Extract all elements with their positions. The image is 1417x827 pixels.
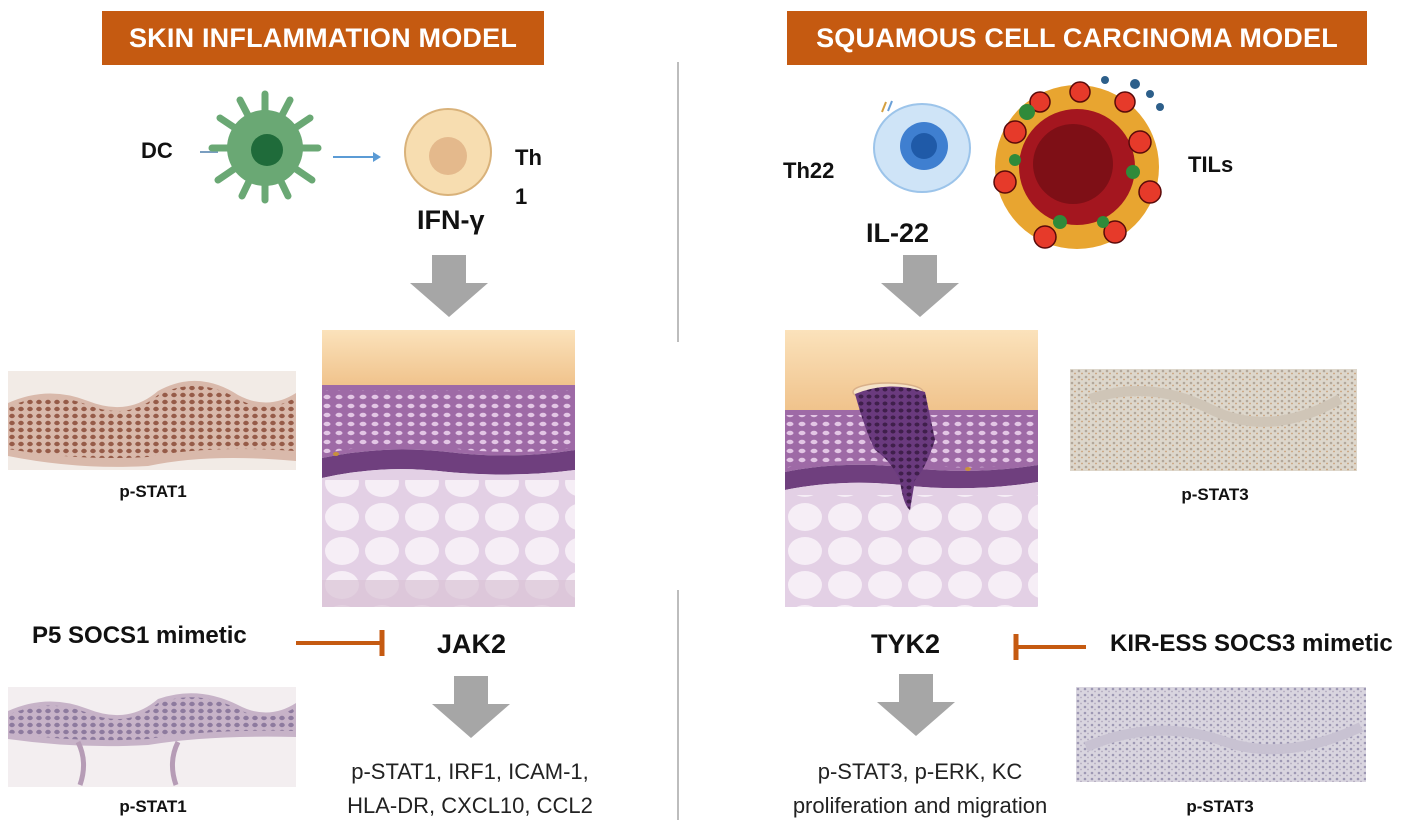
center-divider (677, 62, 679, 342)
left-stain-image-bottom (8, 687, 296, 787)
right-inhibition-bar (1013, 634, 1086, 660)
right-outputs-line2: proliferation and migration (792, 793, 1048, 818)
left-down-arrow-1 (410, 255, 488, 317)
ifn-gamma-label: IFN-γ (417, 205, 485, 235)
th22-cell-icon (873, 100, 971, 193)
dc-label: DC (141, 138, 173, 163)
th1-label-line1: Th (515, 145, 542, 170)
dendritic-cell-icon (200, 90, 322, 204)
tyk2-label: TYK2 (871, 629, 941, 659)
tils-label: TILs (1188, 152, 1234, 177)
left-inhibition-bar (296, 630, 385, 656)
tils-tumor-cluster-icon (993, 76, 1164, 249)
right-model-banner: SQUAMOUS CELL CARCINOMA MODEL (787, 11, 1367, 65)
right-stain-bottom-caption: p-STAT3 (1186, 797, 1254, 816)
left-down-arrow-2 (432, 676, 510, 738)
jak2-label: JAK2 (437, 629, 507, 659)
center-divider-lower (677, 590, 679, 820)
right-down-arrow-1 (881, 255, 959, 317)
right-stain-top-caption: p-STAT3 (1181, 485, 1249, 504)
left-stain-top-caption: p-STAT1 (119, 482, 187, 501)
left-outputs-line2: HLA-DR, CXCL10, CCL2 (347, 793, 593, 818)
left-outputs: p-STAT1, IRF1, ICAM-1, HLA-DR, CXCL10, C… (320, 755, 620, 823)
th1-label-line2: 1 (515, 184, 528, 209)
left-model-banner: SKIN INFLAMMATION MODEL (102, 11, 544, 65)
left-stain-image-top (8, 371, 296, 470)
left-stain-bottom-caption: p-STAT1 (119, 797, 187, 816)
right-stain-image-bottom (1076, 687, 1366, 782)
th22-label: Th22 (783, 158, 835, 183)
left-outputs-line1: p-STAT1, IRF1, ICAM-1, (351, 759, 589, 784)
right-outputs: p-STAT3, p-ERK, KC proliferation and mig… (770, 755, 1070, 823)
dc-to-th1-arrow (333, 152, 381, 162)
right-skin-illustration (785, 330, 1038, 607)
il22-label: IL-22 (866, 218, 930, 248)
left-inhibitor-label: P5 SOCS1 mimetic (32, 622, 247, 649)
right-inhibitor-label: KIR-ESS SOCS3 mimetic (1110, 630, 1393, 657)
right-stain-image-top (1070, 369, 1357, 471)
th1-cell-icon (404, 108, 492, 196)
left-skin-illustration (322, 330, 575, 607)
right-outputs-line1: p-STAT3, p-ERK, KC (817, 759, 1023, 784)
right-down-arrow-2 (877, 674, 955, 736)
